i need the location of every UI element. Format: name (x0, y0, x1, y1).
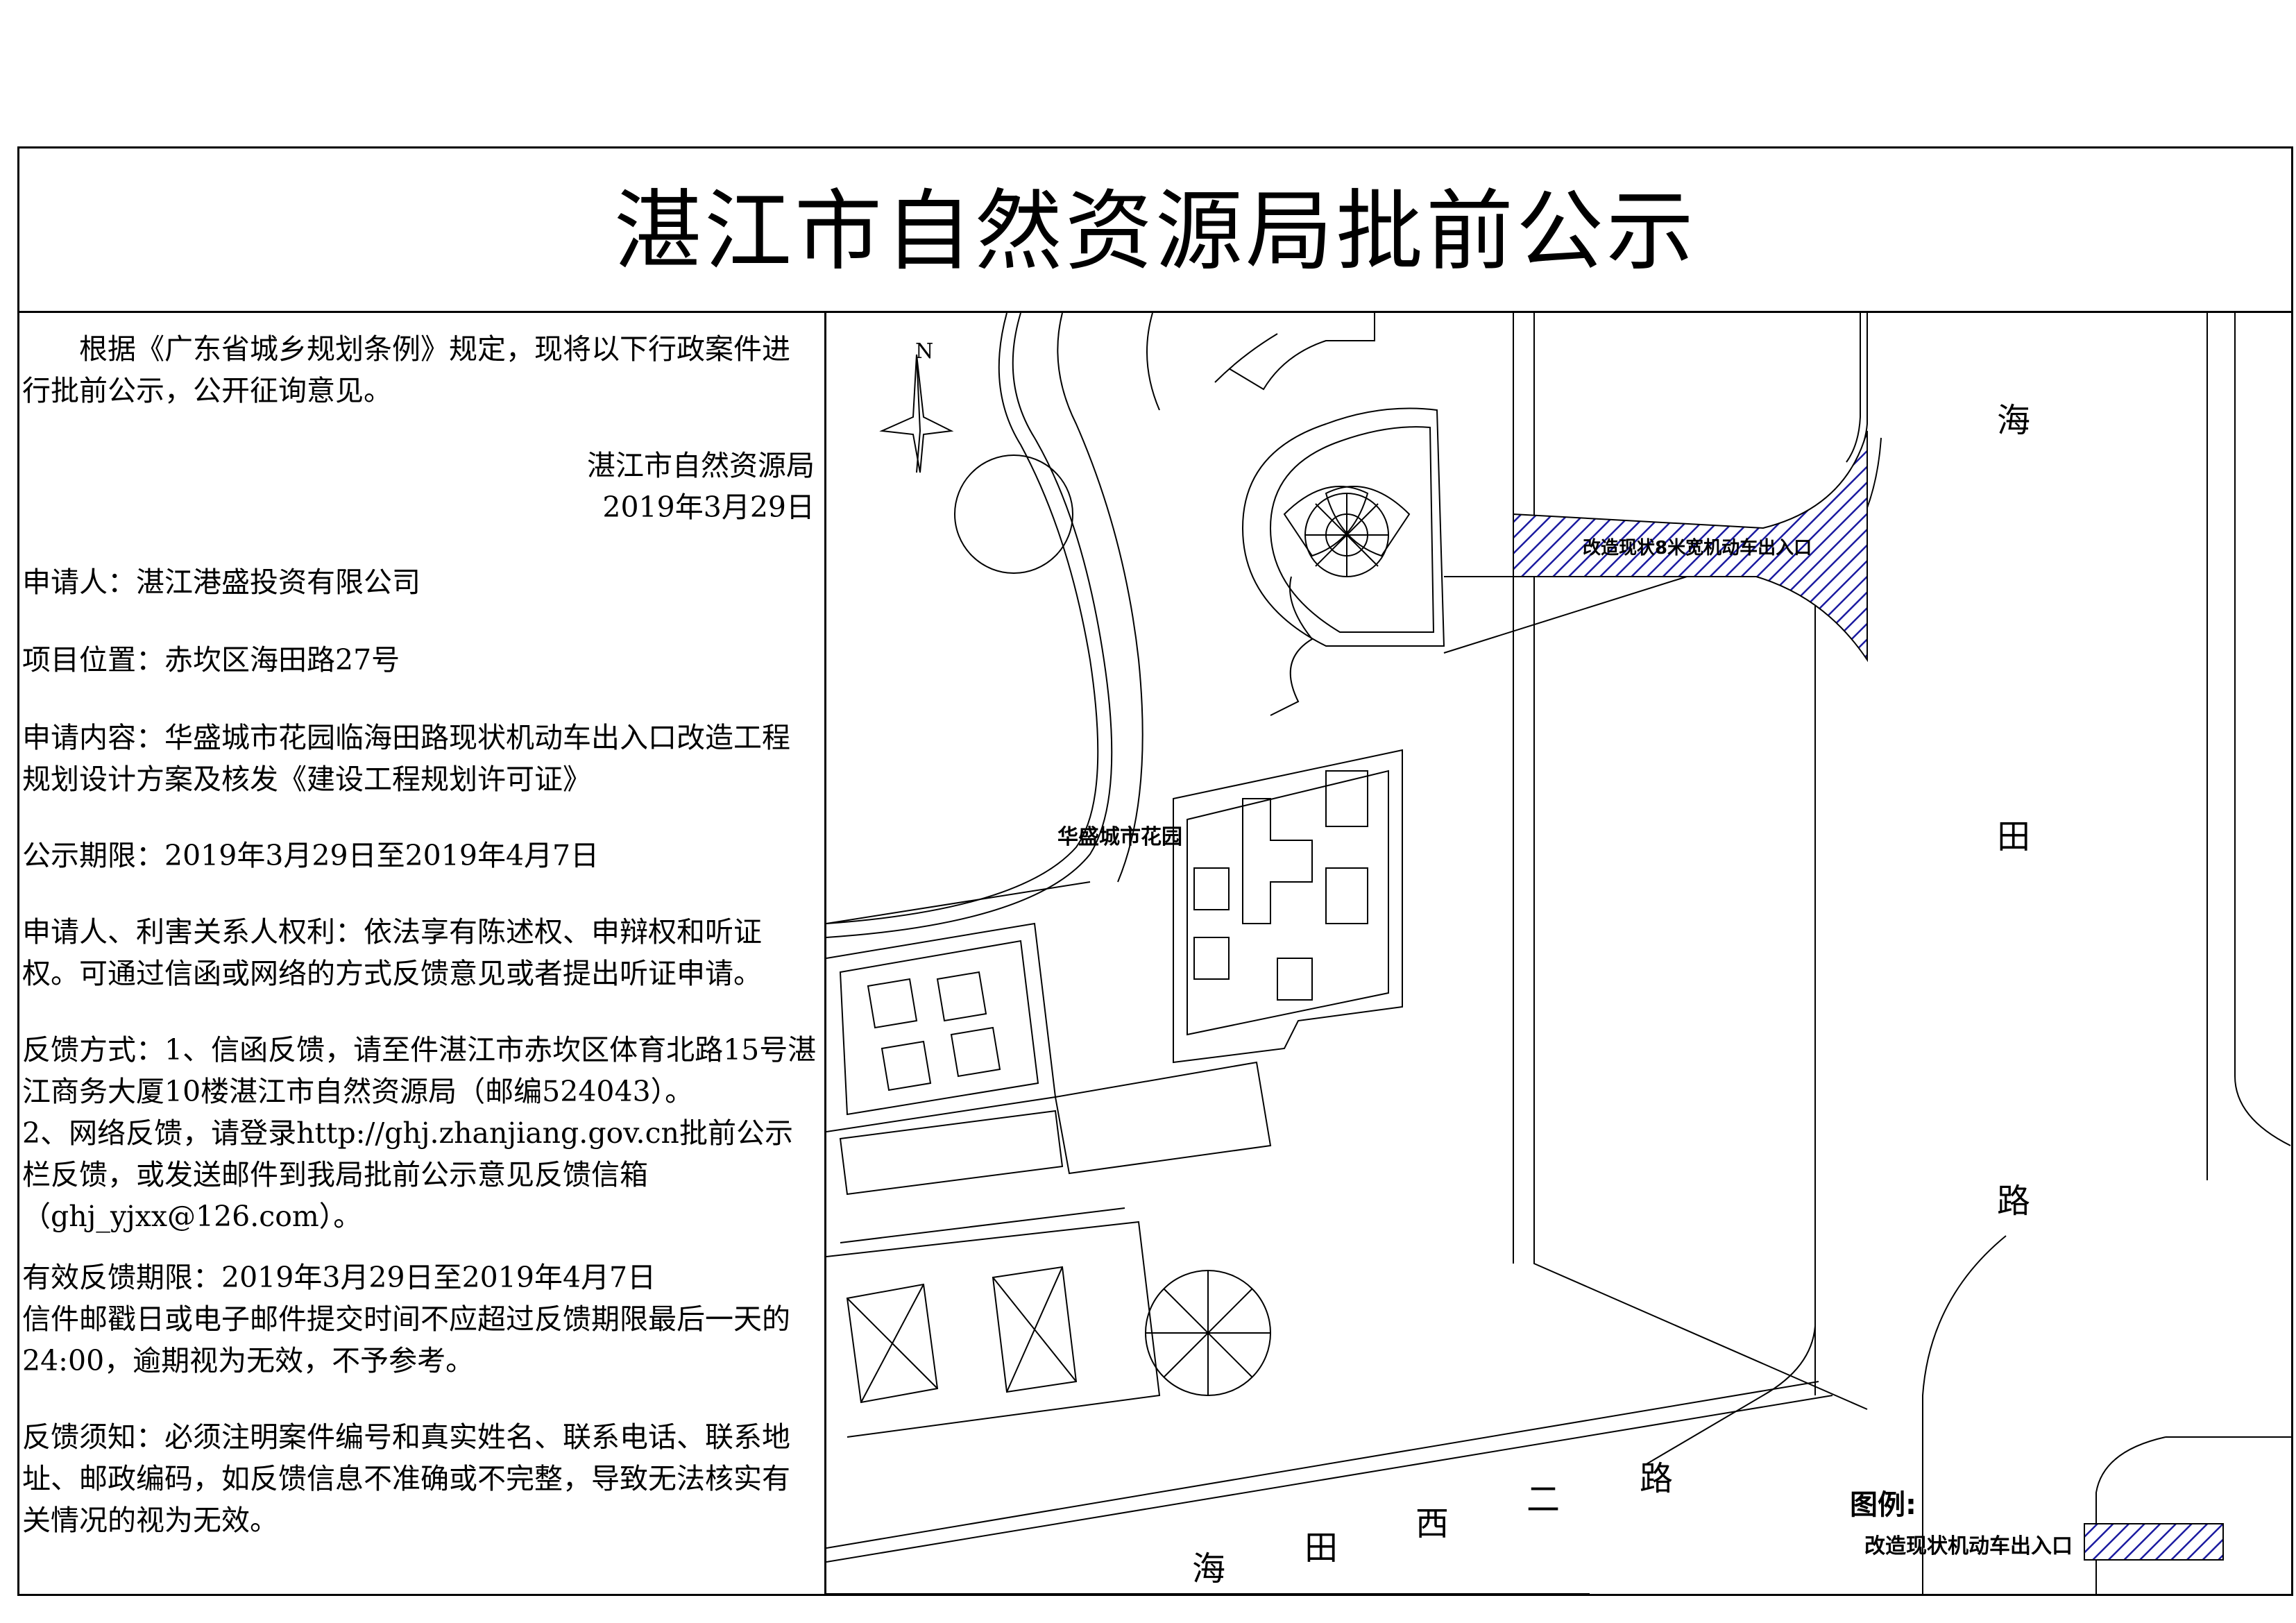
road-south-char-1: 海 (1192, 1549, 1226, 1588)
road-east-char-3: 路 (1997, 1182, 2031, 1221)
notice-text-panel: 根据《广东省城乡规划条例》规定，现将以下行政案件进行批前公示，公开征询意见。 湛… (19, 313, 826, 1594)
rights-paragraph: 申请人、利害关系人权利：依法享有陈述权、申辩权和听证权。可通过信函或网络的方式反… (22, 915, 762, 990)
application-content: 申请内容：华盛城市花园临海田路现状机动车出入口改造工程规划设计方案及核发《建设工… (22, 721, 790, 796)
intro-paragraph: 根据《广东省城乡规划条例》规定，现将以下行政案件进行批前公示，公开征询意见。 (22, 332, 790, 407)
page-title: 湛江市自然资源局批前公示 (614, 180, 1697, 282)
road-east-char-2: 田 (1997, 817, 2031, 856)
entrance-hatched-area (1513, 430, 1868, 663)
project-location: 项目位置：赤坎区海田路27号 (22, 643, 400, 677)
title-row: 湛江市自然资源局批前公示 (17, 146, 2293, 313)
applicant: 申请人：湛江港盛投资有限公司 (22, 566, 420, 599)
legend-item-label: 改造现状机动车出入口 (1864, 1534, 2073, 1558)
legend-swatch (2084, 1523, 2224, 1561)
east-road-west-edge-top (1846, 313, 1861, 463)
entrance-label: 改造现状8米宽机动车出入口 (1583, 538, 1812, 559)
issuer: 湛江市自然资源局 (587, 449, 815, 482)
site-plan-drawing (826, 313, 2291, 1594)
road-south-char-4: 二 (1527, 1480, 1561, 1519)
legend-title: 图例: (1850, 1489, 1916, 1521)
valid-feedback-period: 有效反馈期限：2019年3月29日至2019年4月7日 (22, 1261, 656, 1294)
road-south-char-2: 田 (1304, 1529, 1338, 1567)
road-south-char-5: 路 (1640, 1459, 1674, 1498)
feedback-method-letter: 反馈方式：1、信函反馈，请至件湛江市赤坎区体育北路15号湛江商务大厦10楼湛江市… (22, 1033, 817, 1108)
feedback-method-online: 2、网络反馈，请登录http://ghj.zhanjiang.gov.cn批前公… (22, 1116, 793, 1233)
site-plan-map: N 华盛城市花园 改造现状8米宽机动车出入口 海 田 路 海 田 西 二 路 图… (826, 313, 2291, 1594)
north-arrow-shape (879, 354, 954, 473)
north-label: N (915, 339, 934, 364)
east-road-east-edge (2234, 313, 2291, 1146)
notice-frame (17, 146, 2293, 1596)
road-east-char-1: 海 (1997, 401, 2031, 440)
lotus-fountain-outline (1241, 407, 1445, 647)
road-south-char-3: 西 (1415, 1504, 1449, 1543)
site-label: 华盛城市花园 (1057, 825, 1182, 849)
postmark-note: 信件邮戳日或电子邮件提交时间不应超过反馈期限最后一天的24:00，逾期视为无效，… (22, 1302, 790, 1377)
circular-plaza (954, 454, 1073, 574)
south-road-north-edge (826, 1395, 1833, 1563)
publicity-period: 公示期限：2019年3月29日至2019年4月7日 (22, 839, 599, 872)
feedback-requirements: 反馈须知：必须注明案件编号和真实姓名、联系电话、联系地址、邮政编码，如反馈信息不… (22, 1420, 790, 1537)
notice-date: 2019年3月29日 (602, 491, 815, 524)
site-east-boundary (1533, 313, 1868, 1410)
